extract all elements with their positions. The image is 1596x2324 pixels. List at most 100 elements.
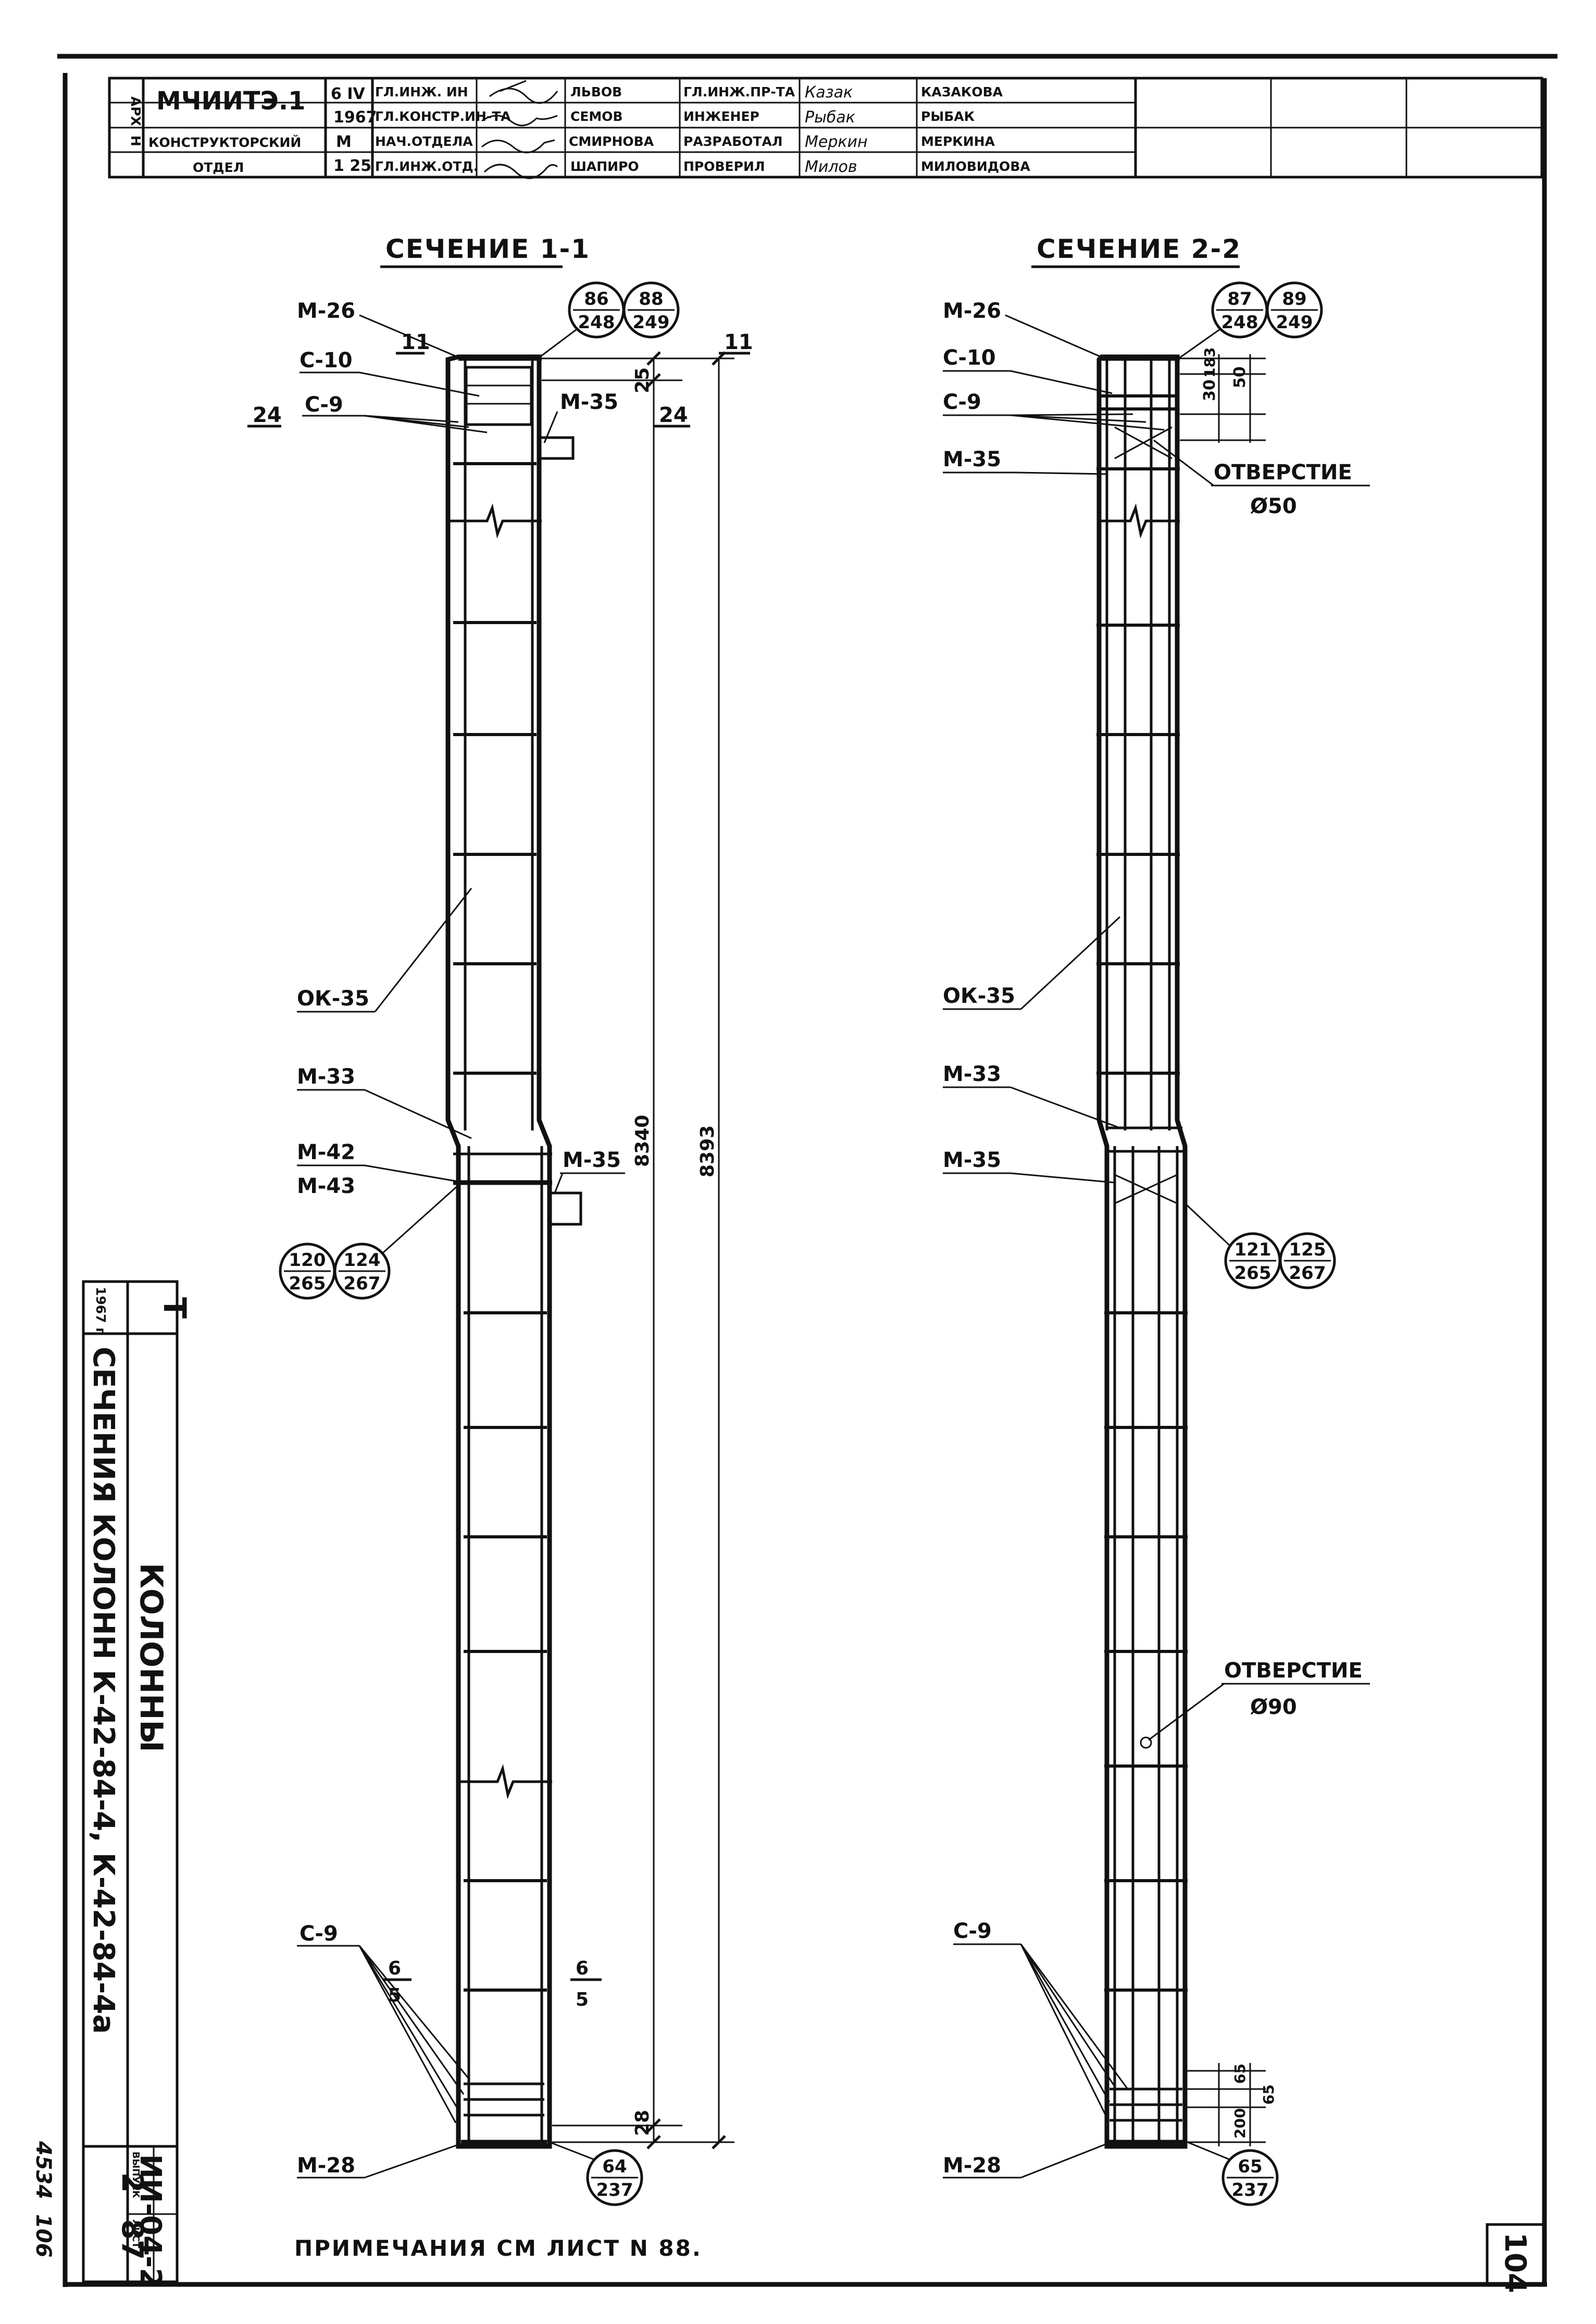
label-m26: М-26 (297, 299, 355, 323)
mark-circle-125-267: 125 267 (1279, 1232, 1336, 1289)
name-2: СЕМОВ (570, 109, 623, 124)
signature-7: Меркин (805, 133, 868, 151)
dim-183: 183 (1201, 347, 1218, 378)
stamp-archive-no: 4534 (31, 2141, 55, 2199)
stamp-issue: 2 (115, 2172, 149, 2193)
svg-text:86: 86 (584, 289, 608, 309)
dim-65b: 65 (1260, 2084, 1277, 2105)
svg-text:265: 265 (1235, 1263, 1271, 1284)
role-1: ГЛ.ИНЖ. ИН (375, 84, 468, 100)
role-3: НАЧ.ОТДЕЛА (375, 134, 473, 149)
stamp-issue-label: ВЫПУСК (130, 2152, 141, 2198)
stamp-sheet: 87 (115, 2219, 149, 2260)
date-line1: 6 IV (331, 85, 365, 103)
stamp-letter: Т (156, 1297, 193, 1319)
signature-8: Милов (805, 158, 857, 176)
console-mid-1 (550, 1191, 582, 1226)
svg-text:89: 89 (1282, 289, 1306, 309)
cut-11-left: 11 (401, 330, 430, 354)
mark-circle-88-249: 88 249 (622, 281, 680, 339)
dim-8340: 8340 (632, 1115, 653, 1167)
cut-5-left: 5 (388, 1985, 401, 2006)
column2-outline (1096, 354, 1188, 2149)
name-5: КАЗАКОВА (921, 84, 1003, 100)
role-4: ГЛ.ИНЖ.ОТД. (375, 159, 478, 174)
role-2: ГЛ.КОНСТР.ИН-ТА (375, 109, 511, 124)
org-name: МЧИИТЭ.1 (156, 86, 306, 116)
cut-6-left: 6 (388, 1958, 401, 1979)
cut-11-right: 11 (724, 330, 753, 354)
label-c9-bottom: С-9 (300, 1922, 338, 1946)
mark-circle-89-249: 89 249 (1266, 281, 1323, 339)
label2-m35: М-35 (943, 448, 1001, 471)
section1-title: СЕЧЕНИЕ 1-1 (385, 234, 590, 264)
svg-text:249: 249 (1276, 312, 1313, 333)
svg-text:64: 64 (602, 2156, 627, 2177)
label2-m35-mid: М-35 (943, 1148, 1001, 1172)
svg-text:87: 87 (1227, 289, 1252, 309)
arch-number: Н (128, 135, 143, 146)
cut-24-left: 24 (253, 403, 282, 427)
name-3: СМИРНОВА (569, 134, 654, 149)
label2-hole-top-dia: Ø50 (1250, 494, 1297, 518)
dim-50: 50 (1231, 366, 1249, 388)
label-c10: С-10 (300, 349, 353, 372)
page-number: 104 (1498, 2232, 1532, 2293)
mark-circle-64-237: 64 237 (586, 2149, 643, 2206)
column1-stirrups (453, 462, 547, 1992)
dim-65a: 65 (1231, 2064, 1249, 2084)
title-block: АРХ Н МЧИИТЭ.1 КОНСТРУКТОРСКИЙ ОТДЕЛ 6 I… (108, 77, 1543, 179)
svg-text:248: 248 (578, 312, 615, 333)
mark-circle-86-248: 86 248 (568, 281, 625, 339)
stamp-year: 1967 г (93, 1287, 108, 1334)
signature-3 (481, 139, 555, 154)
label-m43: М-43 (297, 1174, 355, 1198)
label2-ok35: ОК-35 (943, 984, 1015, 1008)
signature-6: Рыбак (805, 108, 855, 127)
role-5: ГЛ.ИНЖ.ПР-ТА (683, 84, 795, 100)
dept-line1: КОНСТРУКТОРСКИЙ (148, 135, 301, 150)
signature-2 (481, 115, 558, 127)
name-1: ЛЬВОВ (570, 84, 622, 100)
label-ok35: ОК-35 (297, 987, 369, 1011)
svg-text:248: 248 (1221, 312, 1258, 333)
svg-text:265: 265 (289, 1273, 326, 1294)
mark-circle-121-265: 121 265 (1224, 1232, 1281, 1289)
scale-label: М (336, 133, 352, 151)
svg-text:120: 120 (289, 1250, 326, 1271)
label2-hole-mid-dia: Ø90 (1250, 1695, 1297, 1719)
dim-25: 25 (632, 367, 653, 393)
stamp-sheet-label: ЛИСТ (130, 2219, 141, 2248)
svg-text:65: 65 (1238, 2156, 1262, 2177)
section-2-2: СЕЧЕНИЕ 2-2 (943, 234, 1370, 2206)
svg-text:237: 237 (1232, 2180, 1269, 2201)
svg-text:249: 249 (633, 312, 670, 333)
role-6: ИНЖЕНЕР (683, 109, 759, 124)
column1-outline (445, 354, 552, 2149)
svg-text:125: 125 (1289, 1239, 1326, 1260)
footer-note: ПРИМЕЧАНИЯ СМ ЛИСТ N 88. (294, 2235, 702, 2261)
label2-hole-top: ОТВЕРСТИЕ (1214, 461, 1352, 484)
dim-200: 200 (1231, 2108, 1249, 2139)
signature-4 (483, 164, 558, 179)
label-m33: М-33 (297, 1065, 355, 1089)
svg-text:267: 267 (1289, 1263, 1326, 1284)
role-7: РАЗРАБОТАЛ (683, 134, 783, 149)
cut-5-right: 5 (576, 1989, 589, 2010)
label-m35-mid: М-35 (563, 1148, 621, 1172)
svg-text:124: 124 (344, 1250, 381, 1271)
label-m42: М-42 (297, 1140, 355, 1164)
role-8: ПРОВЕРИЛ (683, 159, 765, 174)
signature-5: Казак (805, 83, 853, 102)
section2-title: СЕЧЕНИЕ 2-2 (1037, 234, 1241, 264)
dept-line2: ОТДЕЛ (193, 160, 244, 175)
svg-text:121: 121 (1235, 1239, 1271, 1260)
hole-90-mark (1140, 1736, 1152, 1749)
label-m28: М-28 (297, 2154, 355, 2178)
page-number-box: 104 (1486, 2223, 1546, 2293)
label-m35-top: М-35 (560, 390, 618, 414)
signature-1 (489, 80, 558, 104)
svg-text:237: 237 (596, 2180, 633, 2201)
side-stamp: Т 1967 г КОЛОННЫ СЕЧЕНИЯ КОЛОНН К-42-84-… (31, 1280, 193, 2288)
